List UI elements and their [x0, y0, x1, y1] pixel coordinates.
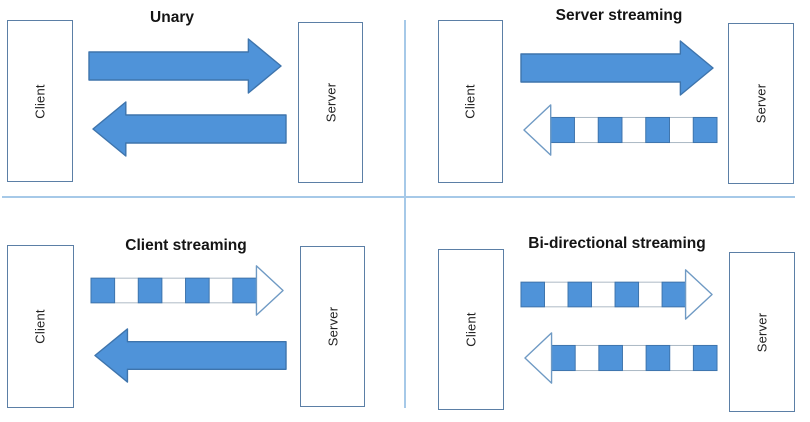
- server-box: Server: [729, 252, 795, 412]
- quadrant-title: Bi-directional streaming: [528, 235, 706, 252]
- quadrant-title: Client streaming: [125, 237, 247, 254]
- divider-vertical: [404, 20, 406, 408]
- arrow-server-to-client: [92, 327, 287, 384]
- divider-horizontal: [2, 196, 795, 198]
- server-label: Server: [323, 82, 338, 123]
- quadrant-title: Server streaming: [555, 7, 683, 24]
- quadrant-bidirectional-streaming: Bi-directional streaming Client Server: [405, 197, 810, 422]
- arrow-client-to-server-stream: [90, 263, 285, 318]
- server-label: Server: [325, 306, 340, 347]
- arrow-server-to-client-stream: [522, 102, 718, 158]
- client-label: Client: [463, 84, 478, 119]
- quadrant-server-streaming: Server streaming Client Server: [405, 0, 810, 197]
- server-label: Server: [753, 83, 769, 124]
- arrow-server-to-client: [90, 100, 287, 158]
- client-box: Client: [7, 245, 74, 408]
- client-box: Client: [7, 20, 73, 182]
- server-box: Server: [300, 246, 365, 407]
- client-box: Client: [438, 249, 504, 410]
- quadrant-title: Unary: [150, 9, 194, 26]
- arrow-server-to-client-stream: [523, 330, 718, 386]
- quadrant-client-streaming: Client streaming Client Server: [0, 197, 405, 422]
- arrow-client-to-server: [520, 39, 716, 97]
- arrow-client-to-server: [88, 37, 284, 95]
- client-label: Client: [33, 309, 48, 344]
- client-box: Client: [438, 20, 503, 183]
- arrow-client-to-server-stream: [520, 267, 714, 322]
- quadrant-unary: Unary Client Server: [0, 0, 405, 197]
- client-label: Client: [463, 312, 479, 347]
- server-label: Server: [754, 312, 770, 352]
- client-label: Client: [32, 83, 48, 119]
- server-box: Server: [298, 22, 363, 183]
- server-box: Server: [728, 23, 794, 184]
